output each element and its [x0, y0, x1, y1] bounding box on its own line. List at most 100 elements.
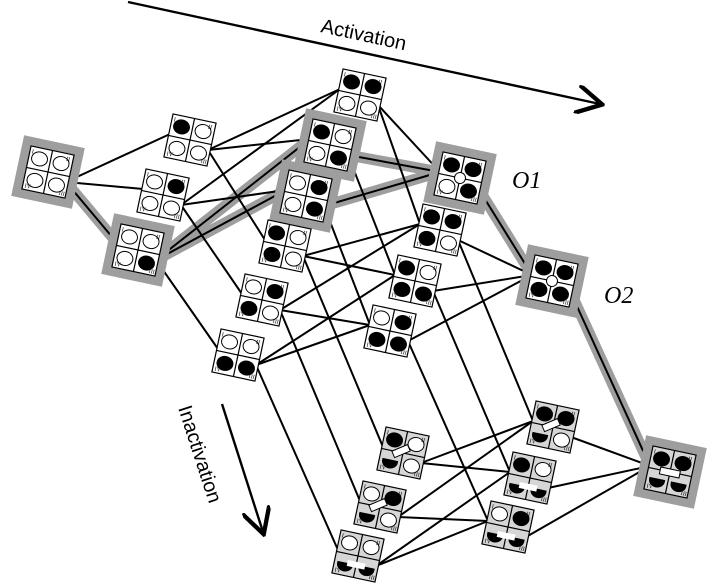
resting-subunit-icon: [48, 177, 65, 193]
node-divider: [308, 139, 352, 151]
inactivated-subunit-icon: [670, 481, 687, 493]
state-nodes: IIIIIIIVIIIIIIIVIIIIIIIVIIIIIIIVIIIIIIIV…: [11, 68, 707, 583]
active-subunit-icon: [173, 119, 190, 135]
transition-edge: [255, 324, 371, 366]
subunit-numeral: IV: [306, 156, 314, 163]
resting-subunit-icon: [407, 436, 425, 453]
node-divider: [508, 472, 552, 484]
transition-edge: [207, 88, 341, 151]
subunit-numeral: I: [173, 117, 176, 123]
active-subunit-icon: [415, 286, 432, 302]
subunit-numeral: IV: [238, 311, 246, 318]
subunit-numeral: III: [540, 497, 547, 504]
transition-edge: [323, 171, 441, 207]
subunit-numeral: II: [432, 266, 437, 273]
resting-subunit-icon: [419, 264, 437, 281]
inactivation-bracket-icon: [518, 481, 538, 492]
subunit-numeral: II: [279, 285, 284, 292]
subunit-numeral: II: [155, 235, 160, 242]
active-subunit-icon: [266, 283, 284, 300]
subunit-numeral: I: [341, 533, 344, 539]
transition-edge: [65, 133, 171, 183]
active-subunit-icon: [393, 281, 411, 298]
subunit-numeral: IV: [166, 151, 174, 158]
inactivation-arrow-line: [220, 403, 263, 532]
transition-edge: [302, 223, 421, 257]
subunit-numeral: IV: [114, 261, 122, 268]
node-divider: [393, 275, 437, 287]
resting-subunit-icon: [363, 486, 380, 502]
active-subunit-icon: [384, 490, 402, 507]
resting-subunit-icon: [26, 172, 44, 189]
subunit-numeral: III: [413, 472, 420, 479]
subunit-numeral: IV: [646, 483, 654, 490]
active-subunit-icon: [390, 336, 407, 352]
resting-subunit-icon: [334, 128, 352, 145]
resting-subunit-icon: [190, 145, 207, 161]
inactivated-subunit-icon: [649, 476, 666, 488]
subunit-numeral: IV: [379, 464, 387, 471]
subunit-numeral: II: [347, 130, 352, 137]
subunit-numeral: II: [207, 125, 212, 132]
subunit-numeral: II: [687, 457, 692, 464]
resting-subunit-icon: [491, 506, 508, 522]
node-divider: [168, 134, 212, 146]
active-subunit-icon: [310, 179, 328, 196]
resting-subunit-icon: [373, 310, 390, 326]
subunit-numeral: III: [470, 197, 477, 204]
subunit-numeral: III: [518, 546, 525, 553]
active-subunit-icon: [306, 201, 323, 217]
active-subunit-icon: [557, 410, 575, 427]
resting-subunit-icon: [362, 539, 380, 556]
active-subunit-icon: [552, 286, 569, 302]
active-subunit-icon: [556, 264, 574, 281]
o2-label: O2: [604, 283, 633, 309]
subunit-numeral: IV: [529, 438, 537, 445]
transition-edge: [457, 239, 533, 276]
subunit-numeral: III: [563, 446, 570, 453]
transition-edge: [255, 274, 396, 366]
resting-subunit-icon: [380, 512, 397, 528]
resting-subunit-icon: [146, 174, 163, 190]
resting-subunit-icon: [308, 145, 326, 162]
resting-subunit-icon: [285, 251, 302, 267]
active-subunit-icon: [394, 314, 412, 331]
subunit-numeral: I: [343, 72, 346, 78]
active-subunit-icon: [530, 281, 548, 298]
subunit-numeral: III: [148, 269, 155, 276]
subunit-numeral: II: [375, 541, 380, 548]
subunit-numeral: I: [535, 258, 538, 264]
subunit-numeral: III: [340, 164, 347, 171]
subunit-numeral: III: [368, 575, 375, 582]
resting-subunit-icon: [534, 461, 552, 478]
active-subunit-icon: [460, 183, 477, 199]
node-divider: [338, 89, 382, 101]
inactivation-label: Inactivation: [173, 403, 225, 506]
node-divider: [240, 294, 284, 306]
transition-edge: [397, 420, 534, 518]
subunit-numeral: III: [248, 374, 255, 381]
active-subunit-icon: [167, 178, 185, 195]
transition-edge: [525, 465, 651, 538]
open-pore-icon: [454, 172, 466, 184]
subunit-numeral: II: [180, 180, 185, 187]
transition-edge: [375, 520, 489, 567]
inactivation-particle-icon: [368, 497, 388, 513]
transition-edge: [375, 471, 511, 567]
transition-edge: [155, 189, 287, 261]
subunit-numeral: II: [397, 492, 402, 499]
active-subunit-icon: [444, 213, 462, 230]
transition-edge: [457, 239, 534, 422]
transition-edge: [302, 255, 396, 276]
transition-edge: [477, 187, 533, 276]
transition-edge: [279, 309, 361, 502]
node-divider: [368, 325, 412, 337]
subunit-numeral: IV: [282, 207, 290, 214]
